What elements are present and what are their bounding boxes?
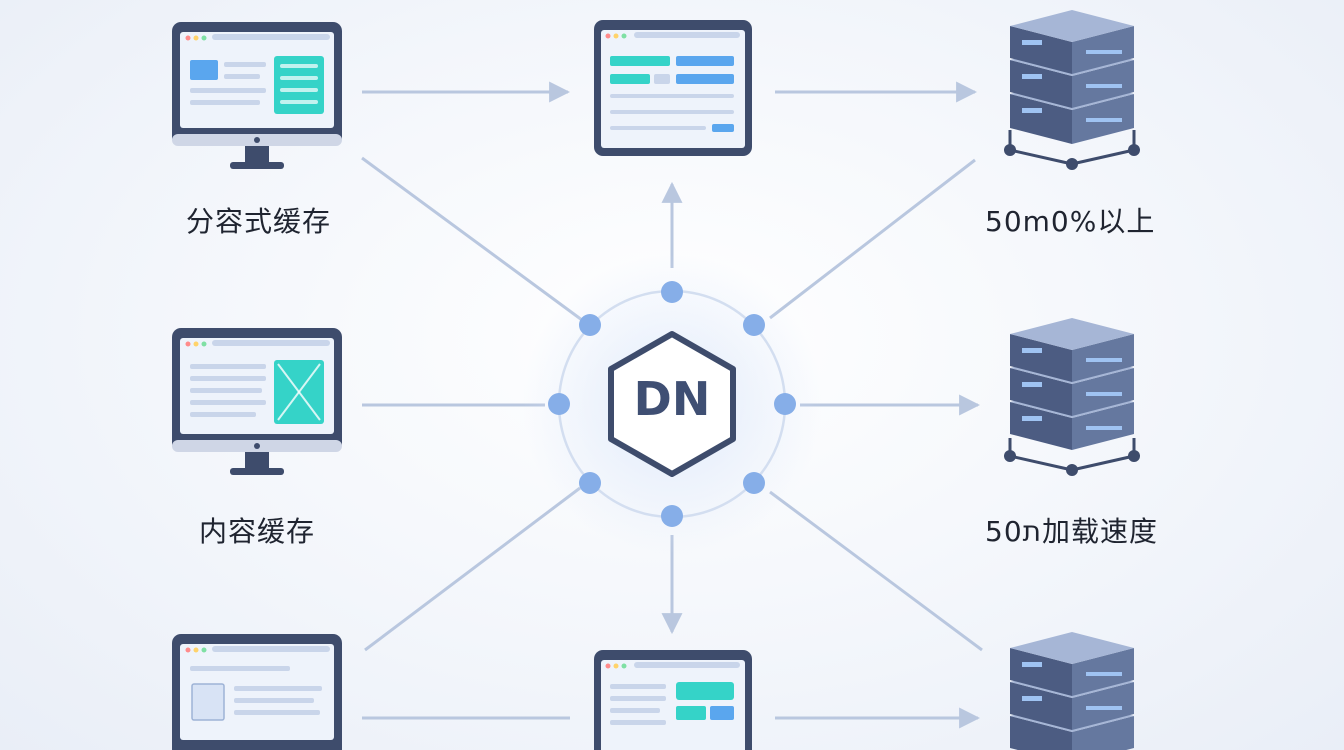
label-load-speed: 50ת加载速度: [985, 515, 1159, 548]
hub: [522, 254, 822, 554]
server-stack-icon: [1004, 318, 1140, 476]
hub-node: [579, 472, 601, 494]
hub-node: [548, 393, 570, 415]
desktop-monitor-icon: [172, 22, 342, 169]
line-hub-server3: [769, 490, 983, 652]
server-stack-icon: [1004, 10, 1140, 170]
browser-window-icon: [594, 20, 752, 156]
desktop-monitor-icon: [172, 328, 342, 475]
server-stack-icon: [1010, 632, 1134, 750]
hub-node: [661, 505, 683, 527]
hub-node: [743, 314, 765, 336]
connector-lines: [361, 81, 983, 729]
label-content-cache: 内容缓存: [199, 515, 316, 548]
hexagon-hub-icon: [608, 331, 736, 477]
hub-label: DN: [633, 372, 711, 426]
label-distributed-cache: 分容式缓存: [186, 205, 332, 238]
line-hub-monitor3: [364, 486, 581, 652]
label-right-top: 50m0%以上: [985, 205, 1156, 238]
hub-node: [661, 281, 683, 303]
hub-node: [743, 472, 765, 494]
hub-node: [774, 393, 796, 415]
line-monitor1-hub: [361, 156, 583, 322]
line-hub-server1: [769, 158, 976, 320]
hub-node: [579, 314, 601, 336]
desktop-monitor-icon: [172, 634, 342, 750]
browser-window-icon: [594, 650, 752, 750]
